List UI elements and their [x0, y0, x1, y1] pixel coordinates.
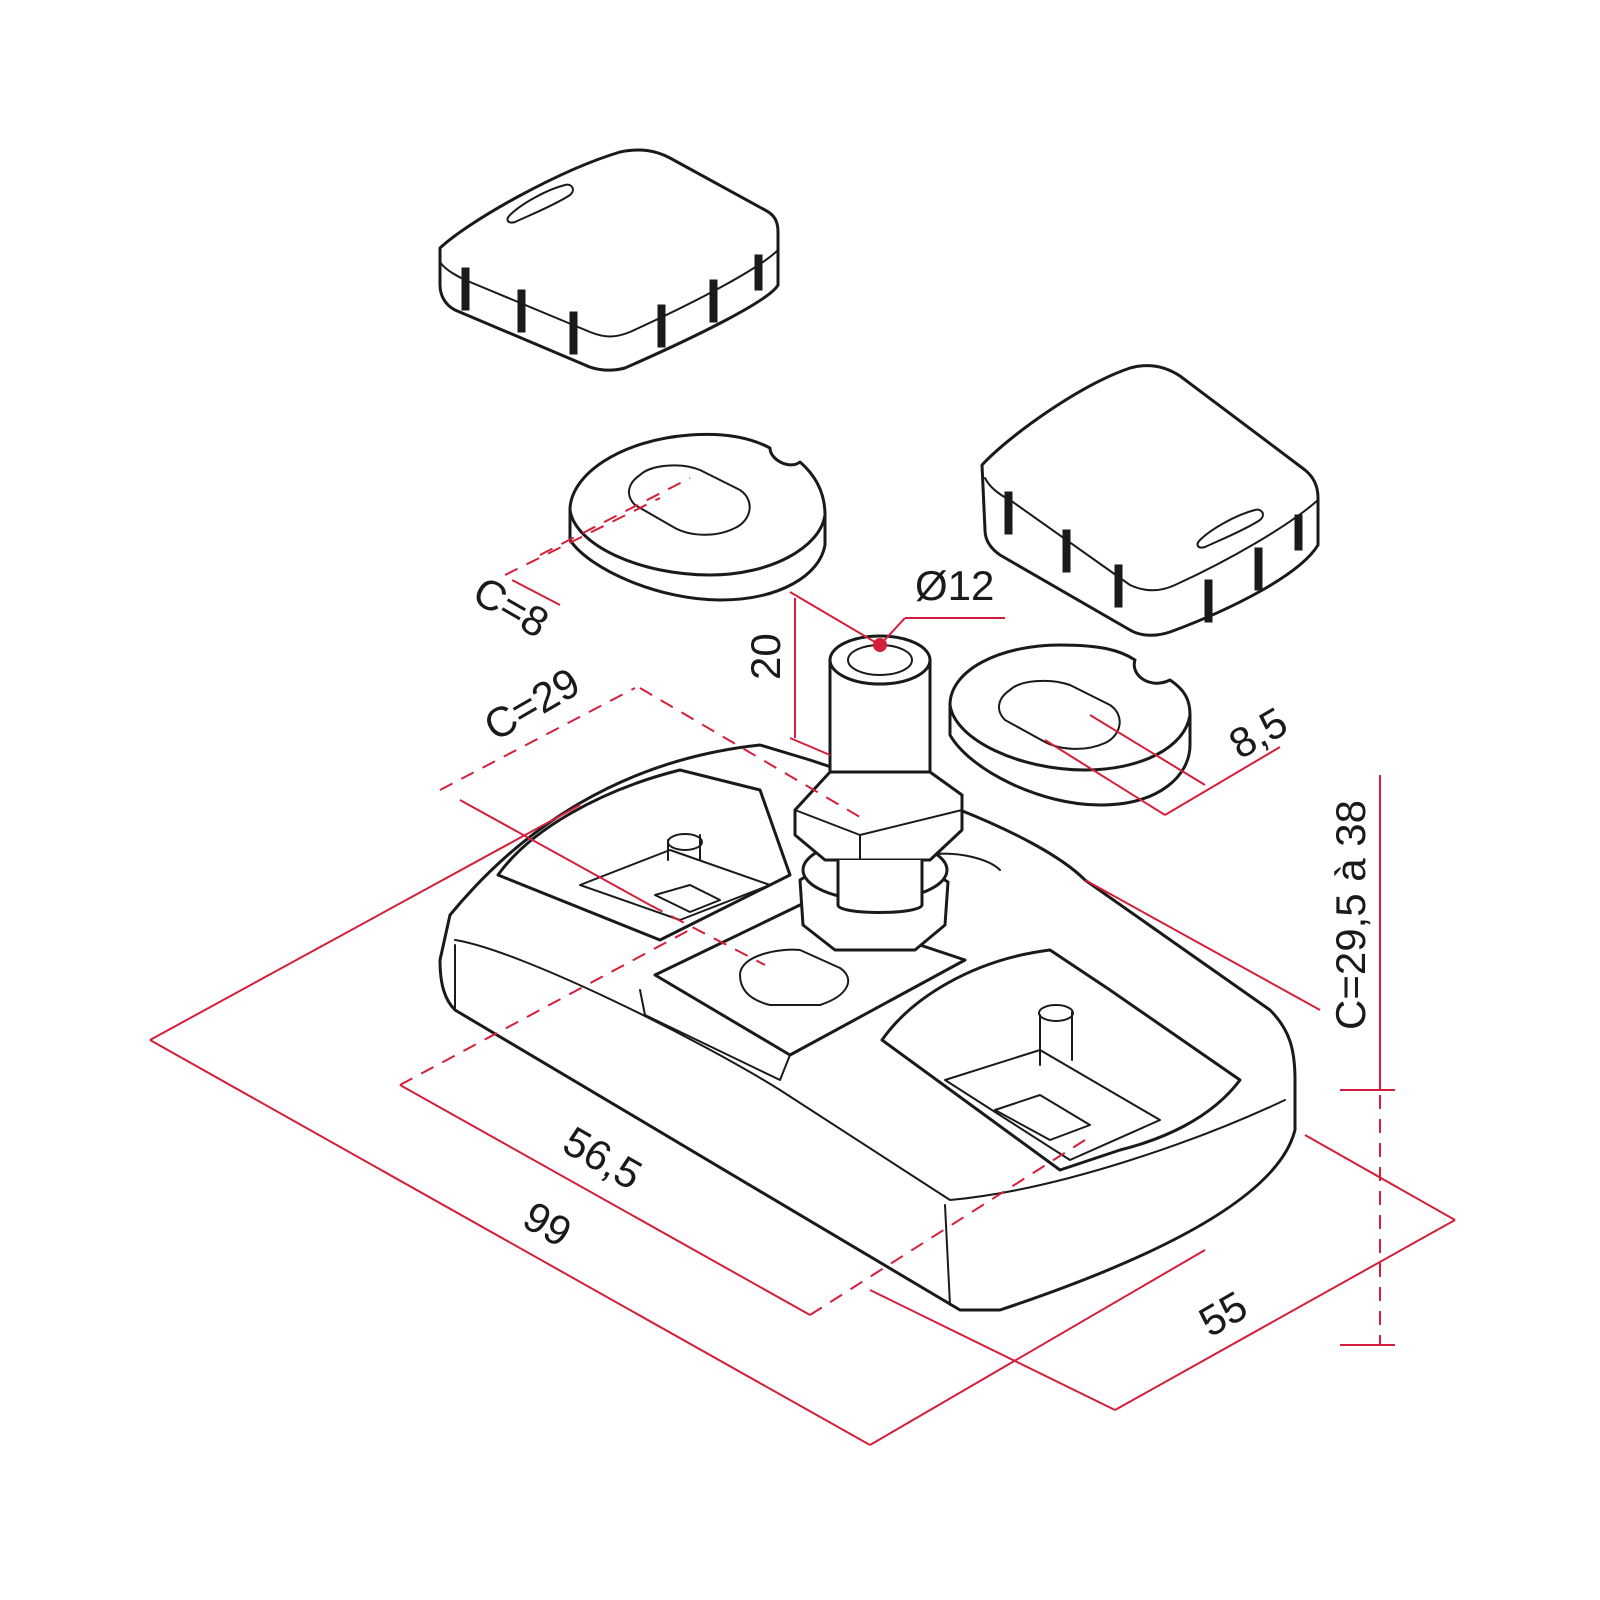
- base-block: [438, 634, 1297, 1312]
- pin-height-label: 20: [742, 633, 789, 680]
- pin-diameter-label: Ø12: [915, 562, 994, 609]
- base-length-label: 99: [516, 1192, 580, 1256]
- slot-travel-small-label: C=8: [466, 567, 557, 647]
- washer-left: [568, 432, 827, 602]
- cap-right: [980, 364, 1320, 637]
- height-range-label: C=29,5 à 38: [1327, 800, 1374, 1030]
- hole-spacing-label: 56,5: [556, 1117, 650, 1199]
- washer-right: [948, 643, 1192, 807]
- washer-slot-width-label: 8,5: [1221, 698, 1295, 768]
- dimension-lines: [149, 477, 1456, 1446]
- slot-travel-large-label: C=29: [476, 658, 587, 749]
- cap-left: [438, 148, 780, 372]
